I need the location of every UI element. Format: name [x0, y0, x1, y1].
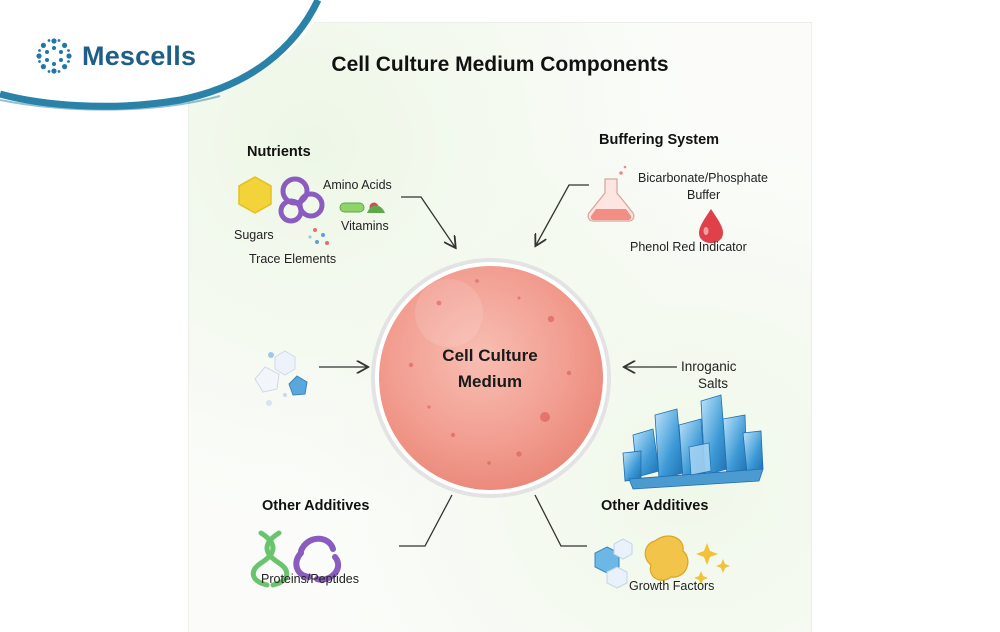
sugars-label: Sugars [234, 228, 274, 242]
brand-swoosh [0, 0, 325, 111]
buffering-system-heading: Buffering System [599, 132, 720, 148]
brand-name: Mescells [82, 40, 197, 71]
protein-helix-icon [250, 530, 290, 588]
peptide-chain-icon [293, 535, 342, 583]
center-label-line2: Medium [457, 372, 523, 391]
flask-icon [587, 165, 635, 222]
inorganic-salts-line2: Salts [698, 376, 729, 391]
phenol-red-drop-icon [699, 209, 723, 243]
amino-acid-rings-icon [278, 176, 325, 224]
inorganic-salt-crystals-icon [622, 394, 764, 490]
center-label: Cell Culture Medium [407, 343, 573, 395]
buffer-label-line1: Bicarbonate/Phosphate [638, 171, 768, 185]
phenol-red-label: Phenol Red Indicator [630, 240, 747, 254]
proteins-peptides-label: Proteins/Peptides [261, 572, 359, 586]
trace-elements-label: Trace Elements [249, 252, 337, 266]
diagram-panel: Cell Culture Medium Components Nutrients… [188, 22, 812, 632]
growth-factor-blob-icon [644, 535, 689, 581]
amino-acids-label: Amino Acids [323, 178, 392, 192]
other-additives-right-heading: Other Additives [601, 498, 709, 514]
buffer-label-line2: Buffer [687, 188, 721, 202]
cell-culture-medium-dish [371, 258, 611, 498]
nutrients-heading: Nutrients [247, 144, 311, 160]
center-label-line1: Cell Culture [442, 346, 538, 365]
diagram-artwork [238, 165, 764, 589]
sugar-hexagon-icon [238, 176, 272, 214]
growth-factor-cubes-icon [594, 538, 633, 589]
cell-cluster-icon [36, 38, 72, 74]
sparkle-icon [694, 543, 730, 585]
inorganic-salts-line1: Inroganic [681, 359, 737, 374]
diagram-title: Cell Culture Medium Components [331, 53, 669, 76]
connector-lines [319, 184, 677, 547]
growth-factors-label: Growth Factors [629, 579, 715, 593]
brand[interactable]: Mescells [34, 36, 196, 76]
other-additives-left-heading: Other Additives [262, 498, 370, 514]
molecule-cluster-icon [254, 350, 308, 406]
vitamins-label: Vitamins [341, 219, 389, 233]
trace-elements-dots-icon [308, 228, 329, 245]
vitamin-pill-icon [339, 202, 385, 213]
